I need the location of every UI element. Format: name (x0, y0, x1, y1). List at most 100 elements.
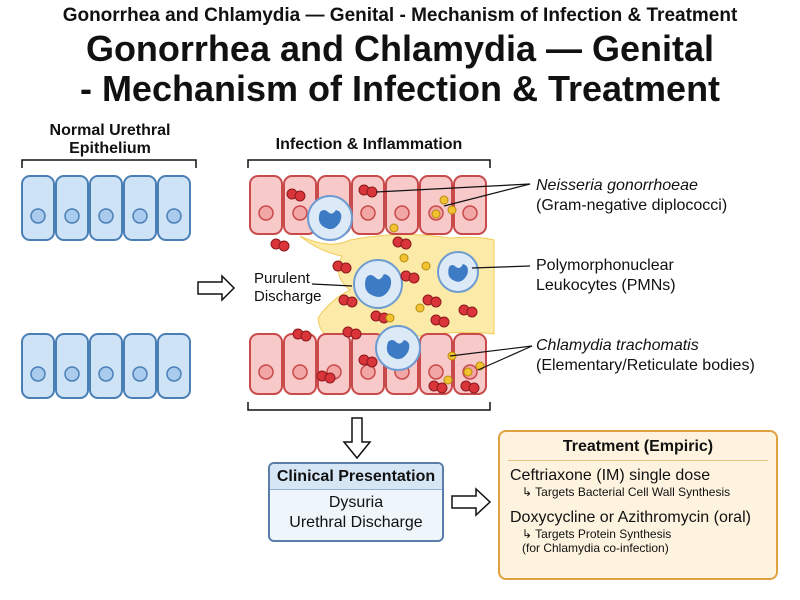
discharge-annotation: Purulent Discharge (254, 270, 322, 306)
normal-cell-nucleus (30, 366, 46, 382)
normal-epithelium-label-line1: Normal Urethral (49, 122, 171, 139)
normal-cell-nucleus (98, 208, 114, 224)
inflamed-cell-nucleus (462, 205, 478, 221)
inflamed-cell (351, 175, 385, 235)
inflamed-cell (249, 333, 283, 395)
diplococcus (294, 190, 306, 202)
clinical-presentation-title: Clinical Presentation (270, 464, 442, 490)
inflamed-epithelium-bottom (249, 333, 487, 395)
normal-cell (157, 175, 191, 241)
inflamed-cell-nucleus (258, 364, 274, 380)
chlamydia-body (443, 375, 453, 385)
chlamydia-body (399, 253, 409, 263)
pmn-cell (375, 325, 421, 371)
pmn-annotation: Polymorphonuclear Leukocytes (PMNs) (536, 256, 676, 296)
treatment-drug-doxy-azithro-note: ↳ Targets Protein Synthesis (522, 527, 672, 541)
neisseria-desc: (Gram-negative diplococci) (536, 197, 728, 214)
inflamed-cell (317, 333, 351, 395)
chlamydia-body (463, 367, 473, 377)
normal-cell (55, 175, 89, 241)
normal-epithelium-bottom (21, 333, 191, 399)
inflamed-cell-nucleus (258, 205, 274, 221)
diplococcus (430, 296, 442, 308)
page-title-line1: Gonorrhea and Chlamydia — Genital (85, 28, 715, 69)
diplococcus (436, 382, 448, 394)
inflamed-cell-nucleus (292, 364, 308, 380)
infection-bracket (247, 159, 491, 168)
page-title: Gonorrhea and Chlamydia — Genital - Mech… (0, 29, 800, 109)
normal-cell (21, 333, 55, 399)
chlamydia-body (421, 261, 431, 271)
neisseria-leader-2 (443, 183, 531, 207)
infection-bottom-bracket (247, 402, 491, 411)
treatment-box: Treatment (Empiric) Ceftriaxone (IM) sin… (498, 430, 778, 580)
treatment-drug-doxy-azithro: Doxycycline or Azithromycin (oral) (510, 509, 751, 526)
normal-cell (123, 175, 157, 241)
arrow-to-treatment (451, 487, 492, 517)
pmn-cell (307, 195, 353, 241)
infection-label: Infection & Inflammation (275, 136, 463, 153)
treatment-drug-ceftriaxone-note: ↳ Targets Bacterial Cell Wall Synthesis (522, 485, 731, 499)
diplococcus (278, 240, 290, 252)
chlamydia-annotation: Chlamydia trachomatis (Elementary/Reticu… (536, 336, 755, 376)
neisseria-name: Neisseria gonorrhoeae (536, 177, 698, 194)
diplococcus (438, 316, 450, 328)
chlamydia-body (389, 223, 399, 233)
treatment-drug-ceftriaxone: Ceftriaxone (IM) single dose (510, 467, 711, 484)
diplococcus (466, 306, 478, 318)
inflamed-cell (453, 333, 487, 395)
normal-cell-nucleus (132, 208, 148, 224)
chlamydia-name: Chlamydia trachomatis (536, 337, 699, 354)
normal-cell (123, 333, 157, 399)
normal-cell (89, 175, 123, 241)
diplococcus (324, 372, 336, 384)
chlamydia-body (447, 205, 457, 215)
normal-cell-nucleus (64, 366, 80, 382)
pmn-cell (353, 259, 403, 309)
diplococcus (400, 238, 412, 250)
chlamydia-body (431, 209, 441, 219)
diplococcus (350, 328, 362, 340)
inflamed-cell (249, 175, 283, 235)
normal-cell-nucleus (98, 366, 114, 382)
diplococcus (468, 382, 480, 394)
diplococcus (408, 272, 420, 284)
chlamydia-body (415, 303, 425, 313)
discharge-line1: Purulent (254, 270, 310, 287)
diplococcus (366, 356, 378, 368)
normal-cell-nucleus (64, 208, 80, 224)
normal-cell (21, 175, 55, 241)
normal-cell-nucleus (132, 366, 148, 382)
inflamed-cell (453, 175, 487, 235)
treatment-drug-doxy-azithro-note2: (for Chlamydia co-infection) (522, 541, 669, 555)
inflamed-cell (283, 333, 317, 395)
normal-bracket (21, 159, 197, 168)
header-small-title: Gonorrhea and Chlamydia — Genital - Mech… (62, 5, 738, 26)
treatment-title: Treatment (Empiric) (508, 432, 768, 461)
chlamydia-leader-2 (477, 345, 533, 371)
normal-cell-nucleus (166, 208, 182, 224)
chlamydia-body (439, 195, 449, 205)
diplococcus (346, 296, 358, 308)
pmn-cell (437, 251, 479, 293)
arrow-to-clinical (342, 417, 372, 460)
inflamed-epithelium-top (249, 175, 487, 235)
clinical-symptom-dysuria: Dysuria (328, 494, 384, 511)
page-title-line2: - Mechanism of Infection & Treatment (79, 68, 721, 109)
inflamed-cell (419, 175, 453, 235)
normal-epithelium-label-line2: Epithelium (69, 140, 151, 157)
discharge-leader (311, 283, 353, 287)
inflamed-cell-nucleus (428, 364, 444, 380)
normal-epithelium-label: Normal Urethral Epithelium (22, 122, 198, 158)
inflamed-cell-nucleus (292, 205, 308, 221)
neisseria-annotation: Neisseria gonorrhoeae (Gram-negative dip… (536, 176, 727, 216)
discharge-line2: Discharge (254, 288, 322, 305)
normal-epithelium-top (21, 175, 191, 241)
normal-cell (89, 333, 123, 399)
arrow-to-infection (197, 274, 236, 302)
inflamed-cell-nucleus (394, 205, 410, 221)
pmn-leader (471, 265, 531, 269)
clinical-presentation-box: Clinical Presentation Dysuria Urethral D… (268, 462, 444, 542)
diplococcus (340, 262, 352, 274)
